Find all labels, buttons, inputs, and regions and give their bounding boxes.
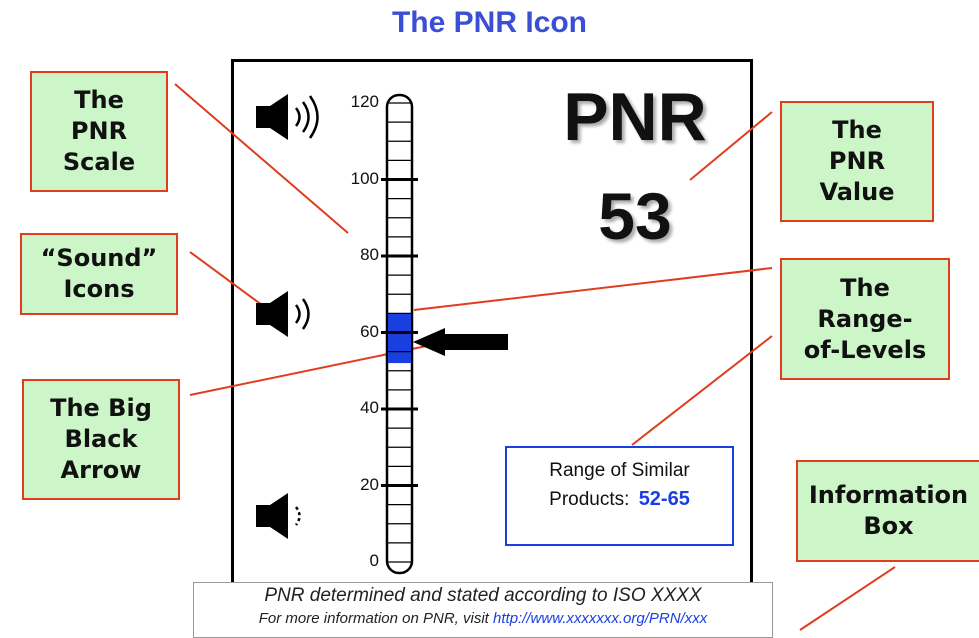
pnr-icon-frame — [231, 59, 753, 587]
scale-tick-label: 80 — [360, 245, 379, 264]
callout-pnr-value-text: The PNR Value — [819, 116, 895, 206]
leader-line-arrow — [189, 336, 471, 396]
footer-link[interactable]: http://www.xxxxxxx.org/PRN/xxx — [493, 610, 708, 627]
leader-line-value — [689, 111, 773, 181]
scale-tick-label: 60 — [360, 321, 379, 341]
scale-tick-label: 40 — [360, 398, 379, 417]
callout-information-box: Information Box — [796, 460, 979, 562]
range-of-levels-bar — [388, 313, 411, 364]
footer-line1: PNR determined and stated according to I… — [264, 585, 702, 606]
footer-line2-prefix: For more information on PNR, visit — [258, 610, 489, 627]
footer-line2: For more information on PNR, visit http:… — [194, 610, 772, 627]
callout-range-of-levels: The Range- of-Levels — [780, 258, 950, 380]
callout-sound-icons: “Sound” Icons — [20, 233, 178, 315]
scale-tick-label: 0 — [369, 551, 379, 570]
range-info-prefix: Products: — [549, 489, 630, 510]
pnr-scale — [381, 93, 418, 575]
callout-pnr-scale: The PNR Scale — [30, 71, 168, 192]
callout-pnr-value: The PNR Value — [780, 101, 934, 222]
callout-pnr-scale-text: The PNR Scale — [62, 86, 136, 176]
callout-range-of-levels-text: The Range- of-Levels — [803, 273, 927, 364]
range-info-line2: Products: 52-65 — [507, 488, 732, 511]
callout-big-black-arrow: The Big Black Arrow — [22, 379, 180, 500]
scale-tick-label: 120 — [350, 92, 379, 111]
callout-sound-icons-text: “Sound” Icons — [40, 244, 158, 303]
speaker-quiet-icon — [256, 493, 301, 539]
speaker-medium-icon — [256, 291, 310, 337]
leader-line-scale — [174, 83, 349, 234]
leader-line-range — [413, 267, 773, 311]
information-footer: PNR determined and stated according to I… — [193, 582, 773, 638]
leader-line-info — [799, 566, 896, 631]
callout-big-black-arrow-text: The Big Black Arrow — [50, 394, 152, 484]
callout-information-box-text: Information Box — [808, 481, 969, 540]
speaker-loud-icon — [256, 94, 319, 140]
range-info-box: Range of Similar Products: 52-65 — [505, 446, 734, 546]
scale-tick-label: 20 — [360, 474, 379, 494]
range-info-line1: Range of Similar — [549, 460, 690, 481]
pnr-word: PNR — [563, 79, 707, 155]
leader-line-range-box — [631, 335, 773, 446]
leader-line-sound — [189, 251, 263, 306]
scale-tick-label: 100 — [350, 168, 379, 188]
big-black-arrow — [413, 328, 508, 356]
page-title: The PNR Icon — [391, 6, 587, 39]
pnr-value: 53 — [598, 179, 672, 253]
range-info-value: 52-65 — [638, 488, 690, 510]
